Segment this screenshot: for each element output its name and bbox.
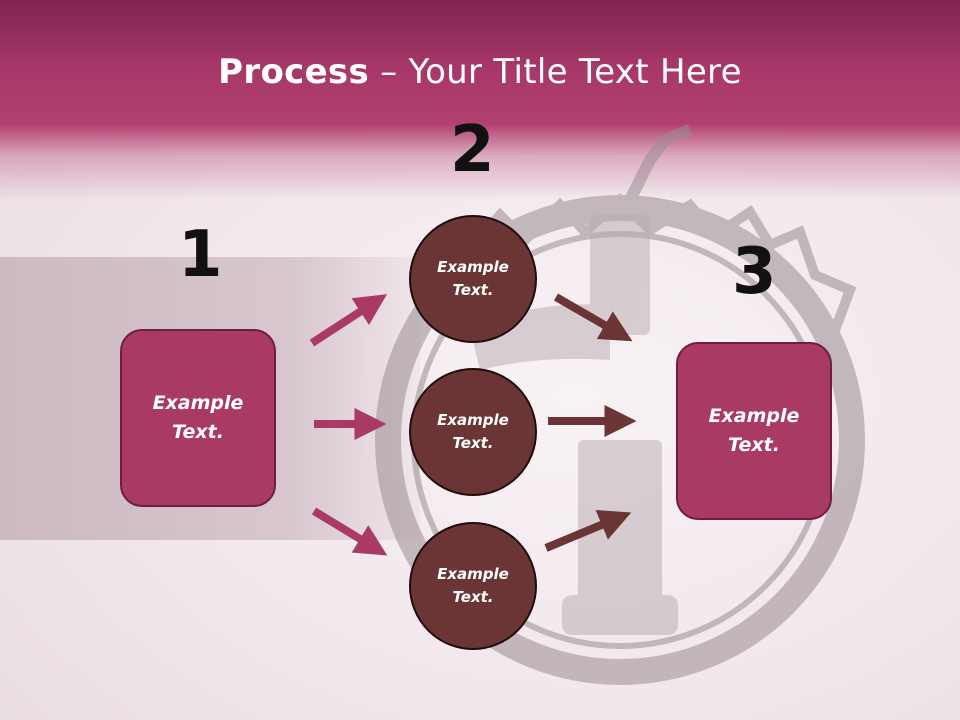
step-number-2: 2 bbox=[450, 113, 495, 187]
step-circle-middle-line2: Text. bbox=[452, 434, 494, 452]
step-circle-top-text: Example Text. bbox=[437, 256, 509, 302]
step-box-left[interactable]: Example Text. bbox=[120, 329, 276, 507]
step-box-right-line2: Text. bbox=[728, 434, 780, 456]
step-circle-bottom[interactable]: Example Text. bbox=[409, 522, 537, 650]
slide-title: Process – Your Title Text Here bbox=[0, 52, 960, 92]
step-circle-bottom-line2: Text. bbox=[452, 588, 494, 606]
step-circle-middle-text: Example Text. bbox=[437, 409, 509, 455]
step-box-right-line1: Example bbox=[708, 405, 800, 427]
arrow-from-bottom-circle bbox=[544, 510, 632, 552]
step-circle-middle[interactable]: Example Text. bbox=[409, 368, 537, 496]
step-circle-top-line2: Text. bbox=[452, 281, 494, 299]
step-circle-top-line1: Example bbox=[437, 258, 509, 276]
step-box-left-line1: Example bbox=[152, 392, 244, 414]
step-circle-bottom-text: Example Text. bbox=[437, 563, 509, 609]
step-number-3: 3 bbox=[732, 235, 777, 309]
step-circle-bottom-line1: Example bbox=[437, 565, 509, 583]
title-rest: – Your Title Text Here bbox=[369, 52, 742, 92]
arrow-to-top-circle bbox=[309, 294, 388, 347]
step-circle-middle-line1: Example bbox=[437, 411, 509, 429]
step-box-right-text: Example Text. bbox=[709, 402, 800, 460]
step-box-left-text: Example Text. bbox=[153, 389, 244, 447]
header-band bbox=[0, 0, 960, 200]
arrow-to-bottom-circle bbox=[311, 507, 388, 556]
step-box-left-line2: Text. bbox=[172, 421, 224, 443]
step-box-right[interactable]: Example Text. bbox=[676, 342, 832, 520]
step-circle-top[interactable]: Example Text. bbox=[409, 215, 537, 343]
arrow-from-top-circle bbox=[553, 293, 633, 342]
step-number-1: 1 bbox=[178, 218, 223, 292]
title-bold: Process bbox=[218, 52, 370, 92]
